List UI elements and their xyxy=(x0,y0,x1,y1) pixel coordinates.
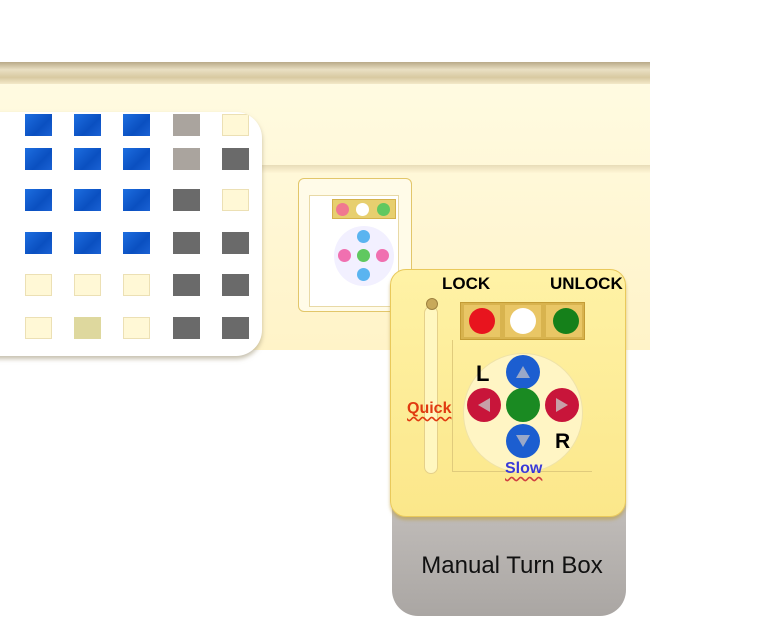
grid-window-cell xyxy=(74,148,101,170)
grid-window-cell xyxy=(222,274,249,296)
triangle-right-icon xyxy=(556,398,568,412)
unlock-button[interactable] xyxy=(553,308,579,334)
grid-window-cell xyxy=(25,148,52,170)
grid-window-cell xyxy=(173,114,200,136)
grid-window-cell xyxy=(123,148,150,170)
grid-window-cell xyxy=(25,189,52,211)
turn-box-caption: Manual Turn Box xyxy=(421,552,603,579)
grid-window-cell xyxy=(173,317,200,339)
grid-window-cell xyxy=(222,317,249,339)
grid-window-cell xyxy=(25,274,52,296)
grid-window-cell xyxy=(74,317,101,339)
mini-dial xyxy=(334,226,394,286)
speed-slider-handle[interactable] xyxy=(426,298,438,310)
mini-right-dot xyxy=(376,249,389,262)
down-button[interactable] xyxy=(506,424,540,458)
mini-left-dot xyxy=(338,249,351,262)
center-button[interactable] xyxy=(506,388,540,422)
lock-button[interactable] xyxy=(469,308,495,334)
grid-window-cell xyxy=(123,274,150,296)
up-button[interactable] xyxy=(506,355,540,389)
grid-window-cell xyxy=(25,114,52,136)
mini-neutral-dot xyxy=(356,203,369,216)
mini-lock-dot xyxy=(336,203,349,216)
right-button[interactable] xyxy=(545,388,579,422)
grid-window-cell xyxy=(123,114,150,136)
grid-window-cell xyxy=(173,274,200,296)
grid-window-cell xyxy=(123,317,150,339)
quick-label: Quick xyxy=(407,400,452,417)
window-grid-panel xyxy=(0,112,262,356)
lock-label: LOCK xyxy=(442,274,491,293)
grid-window-cell xyxy=(123,189,150,211)
cabinet-shelf xyxy=(250,165,650,173)
grid-window-cell xyxy=(222,189,249,211)
triangle-up-icon xyxy=(516,366,530,378)
unlock-label: UNLOCK xyxy=(550,274,623,293)
triangle-down-icon xyxy=(516,435,530,447)
left-button[interactable] xyxy=(467,388,501,422)
mini-up-dot xyxy=(357,230,370,243)
grid-window-cell xyxy=(74,274,101,296)
grid-window-cell xyxy=(25,317,52,339)
left-direction-label: L xyxy=(476,361,490,386)
grid-window-cell xyxy=(25,232,52,254)
grid-window-cell xyxy=(173,148,200,170)
grid-window-cell xyxy=(222,114,249,136)
grid-window-cell xyxy=(222,148,249,170)
mini-unlock-dot xyxy=(377,203,390,216)
slow-label: Slow xyxy=(505,460,543,477)
grid-window-cell xyxy=(74,189,101,211)
neutral-button[interactable] xyxy=(510,308,536,334)
grid-window-cell xyxy=(173,232,200,254)
mini-center-dot xyxy=(357,249,370,262)
grid-window-cell xyxy=(123,232,150,254)
cabinet-top-rail xyxy=(0,62,650,84)
speed-slider-track[interactable] xyxy=(424,306,438,474)
grid-window-cell xyxy=(173,189,200,211)
mini-down-dot xyxy=(357,268,370,281)
grid-window-cell xyxy=(74,232,101,254)
mini-state-strip xyxy=(332,199,396,219)
right-direction-label: R xyxy=(555,430,571,453)
grid-window-cell xyxy=(74,114,101,136)
grid-window-cell xyxy=(222,232,249,254)
triangle-left-icon xyxy=(478,398,490,412)
